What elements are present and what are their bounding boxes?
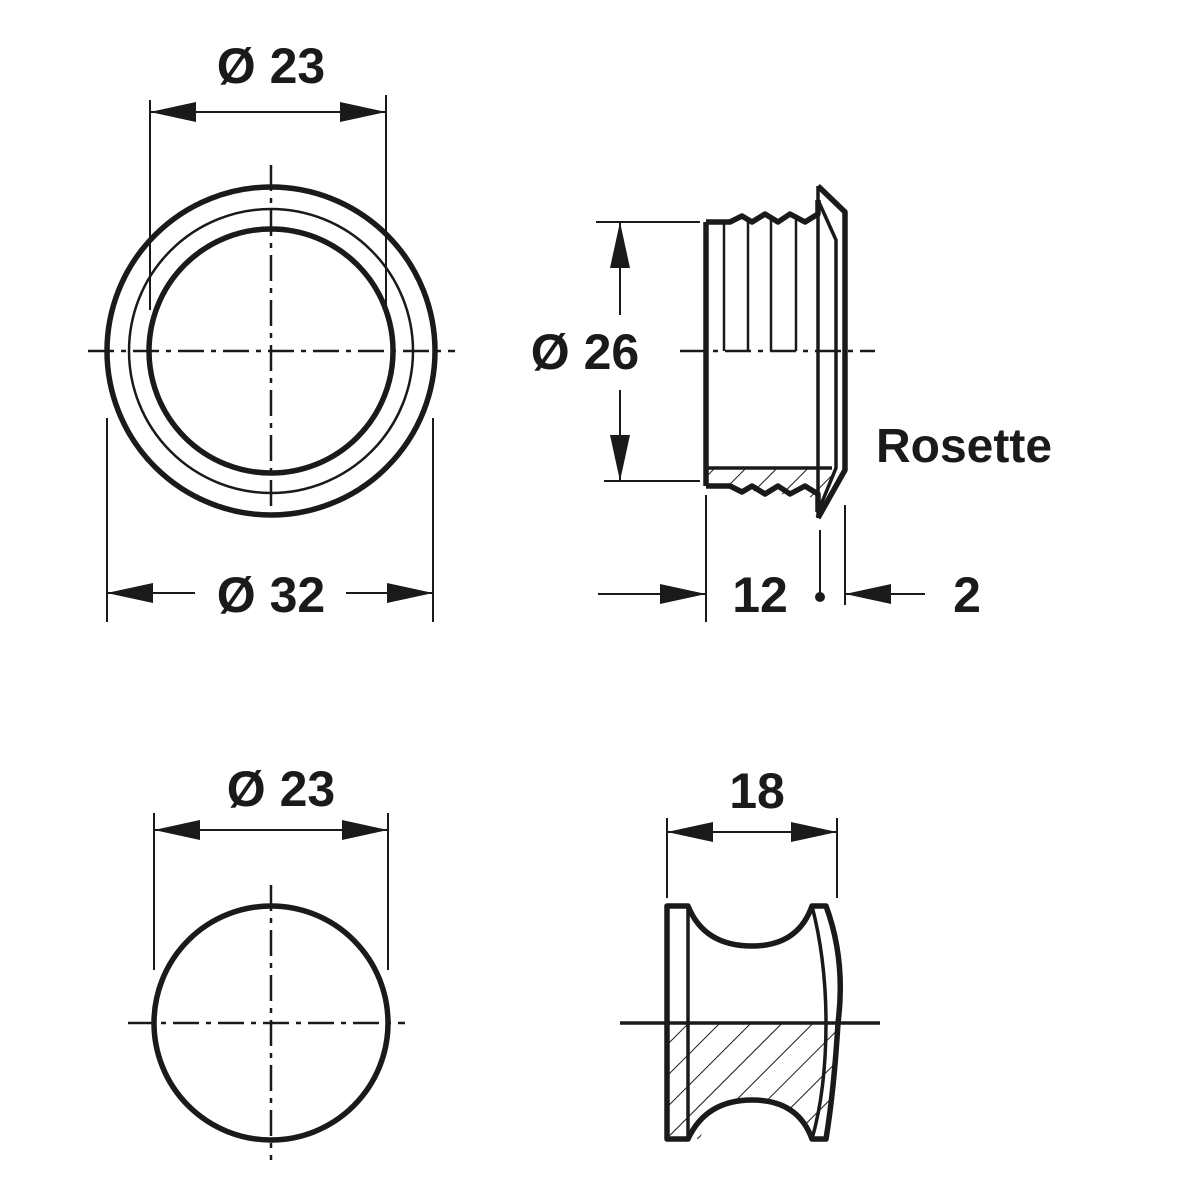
inner-diameter-label: Ø 23	[217, 38, 325, 94]
flange-label: 2	[953, 567, 981, 623]
knob-side-view: 18	[620, 763, 880, 1142]
outer-diameter-label: Ø 32	[217, 567, 325, 623]
knob-front-view: Ø 23	[128, 761, 405, 1160]
knob-diameter-label: Ø 23	[227, 761, 335, 817]
rosette-front-view: Ø 23 Ø 32	[88, 38, 455, 623]
side-diameter-label: Ø 26	[531, 324, 639, 380]
knob-width-label: 18	[729, 763, 785, 819]
depth-label: 12	[732, 567, 788, 623]
rosette-side-view: Ø 26 12 2 Rosette	[531, 184, 1052, 623]
rosette-label: Rosette	[876, 420, 1052, 473]
